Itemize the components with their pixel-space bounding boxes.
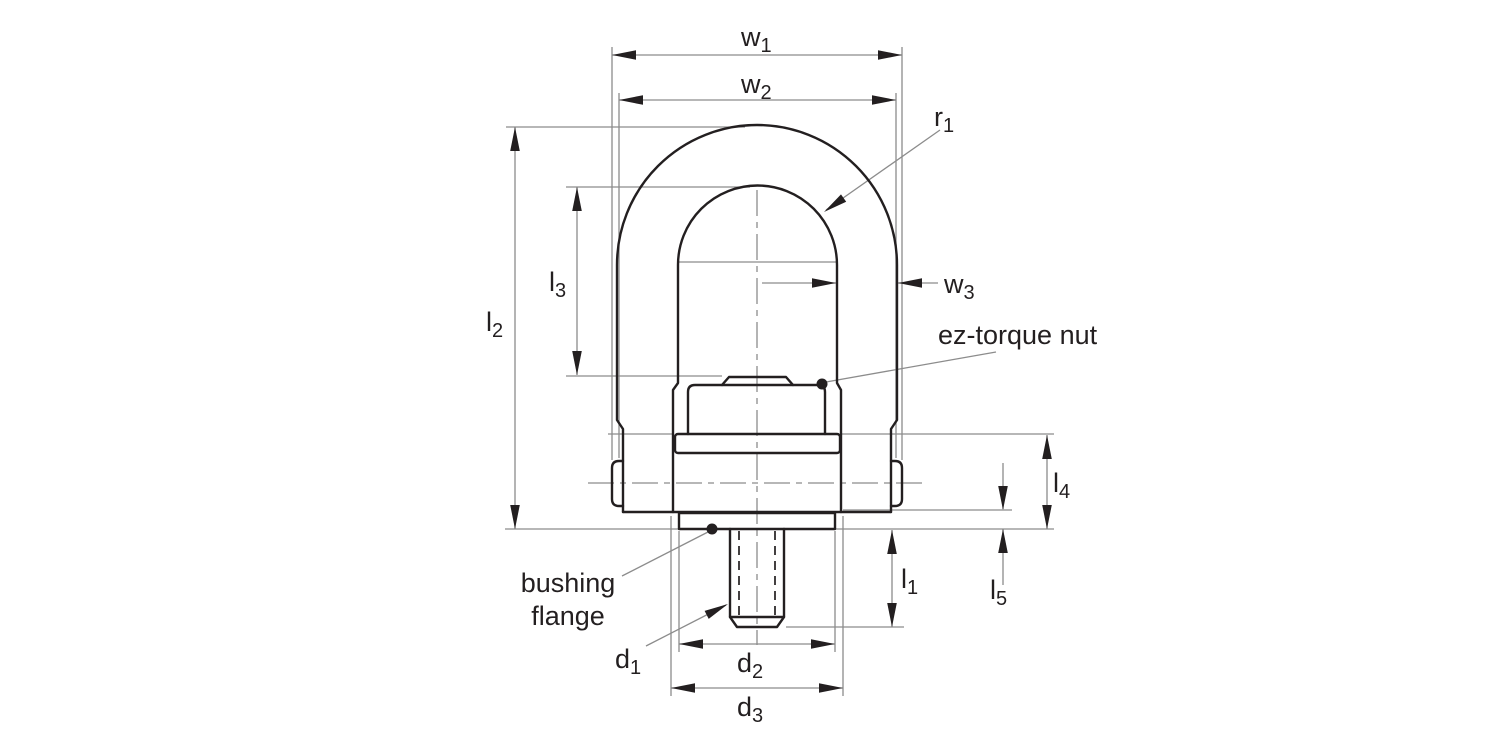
w2-arrow-right (872, 95, 896, 105)
dim-label-d2: d2 (737, 648, 763, 683)
ez-torque-nut-body (686, 383, 827, 436)
centerline-layer (588, 190, 925, 645)
callout-ez-torque-nut: ez-torque nut (938, 320, 1098, 350)
l5-arrow-down (998, 486, 1008, 510)
d1-leader-arrowhead (704, 604, 728, 619)
w1-arrow-right (878, 50, 902, 60)
l4-arrow-top (1042, 435, 1052, 459)
d2-arrow-left (679, 639, 703, 649)
arrowhead-layer (510, 50, 1052, 693)
label-layer: w1 w2 r1 l2 l3 w3 ez-torque nut l4 l5 l1… (486, 22, 1098, 727)
ez-torque-nut-leader-dot (816, 378, 828, 390)
bail-inner-contour (671, 184, 843, 514)
l2-arrow-bottom (510, 505, 520, 529)
r1-leader-line (825, 129, 941, 211)
part-outline-layer (610, 123, 904, 629)
dim-label-w3: w3 (943, 269, 975, 304)
callout-bushing-flange-line1: bushing (521, 568, 616, 598)
w3-arrow-right (898, 278, 922, 288)
d2-arrow-right (811, 639, 835, 649)
l1-arrow-top (887, 530, 897, 554)
d3-arrow-left (671, 683, 695, 693)
dim-label-d3: d3 (737, 692, 763, 727)
w3-arrow-left (812, 278, 836, 288)
dim-label-l4: l4 (1053, 468, 1070, 503)
l4-arrow-bottom (1042, 505, 1052, 529)
dimension-line-layer (505, 47, 1054, 696)
l1-arrow-bottom (887, 603, 897, 627)
dim-label-r1: r1 (934, 102, 954, 137)
collar-washer (673, 432, 842, 455)
bushing-flange-leader-line (621, 531, 709, 577)
ez-torque-nut-crown-chamfer (720, 375, 795, 387)
w2-arrow-left (619, 95, 643, 105)
right-ear-tab (889, 459, 904, 508)
dim-label-l2: l2 (486, 307, 503, 342)
threaded-stud-outline (728, 527, 786, 629)
l3-arrow-top (572, 187, 582, 211)
l5-arrow-up (998, 529, 1008, 553)
l3-arrow-bottom (572, 351, 582, 375)
bushing-flange-leader-dot (706, 523, 718, 535)
dim-label-l5: l5 (990, 575, 1007, 610)
w1-arrow-left (612, 50, 636, 60)
dim-label-w1: w1 (740, 22, 772, 57)
dim-label-w2: w2 (740, 69, 772, 104)
dim-label-l1: l1 (901, 564, 918, 599)
dim-label-d1: d1 (615, 644, 641, 679)
left-ear-tab (610, 459, 625, 508)
callout-bushing-flange-line2: flange (531, 601, 605, 631)
dim-label-l3: l3 (549, 267, 566, 302)
bail-outer-contour (615, 123, 899, 514)
bushing-flange-plate (677, 511, 837, 531)
r1-leader-arrowhead (824, 194, 847, 212)
ez-torque-nut-leader-line (825, 351, 997, 383)
d3-arrow-right (819, 683, 843, 693)
l2-arrow-top (510, 127, 520, 151)
